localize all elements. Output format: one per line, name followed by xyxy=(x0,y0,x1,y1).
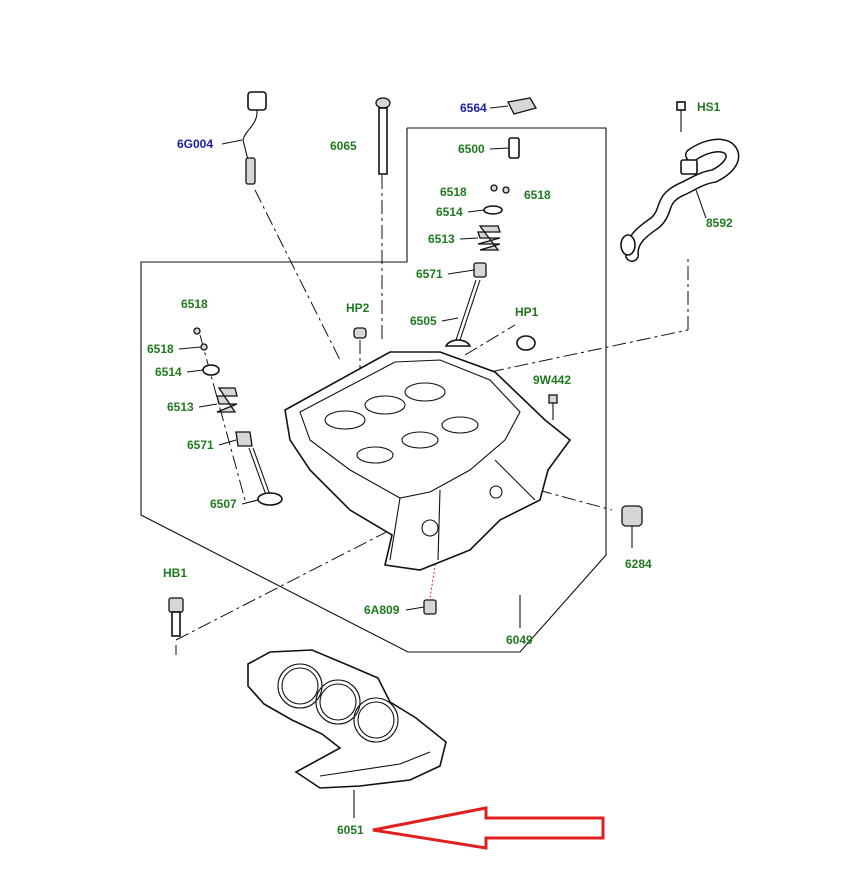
hose-8592 xyxy=(620,101,740,262)
valve-stack-left xyxy=(193,327,283,506)
label-HP1: HP1 xyxy=(515,305,539,319)
label-6518-left-b: 6518 xyxy=(147,342,174,356)
cylinder-head-6049 xyxy=(284,351,572,571)
label-6049: 6049 xyxy=(506,633,533,647)
label-8592: 8592 xyxy=(706,216,733,230)
label-6518-top-a: 6518 xyxy=(440,185,467,199)
label-HB1: HB1 xyxy=(163,566,187,580)
highlight-arrow-icon xyxy=(372,806,605,850)
label-6514-left: 6514 xyxy=(155,365,182,379)
label-6518-left-a: 6518 xyxy=(181,297,208,311)
label-9W442: 9W442 xyxy=(533,373,571,387)
label-6513-left: 6513 xyxy=(167,400,194,414)
label-6514-top: 6514 xyxy=(436,205,463,219)
label-6A809: 6A809 xyxy=(364,603,400,617)
label-6051: 6051 xyxy=(337,823,364,837)
label-6564: 6564 xyxy=(460,101,487,115)
label-6500: 6500 xyxy=(458,142,485,156)
label-6284: 6284 xyxy=(625,557,652,571)
label-6513-top: 6513 xyxy=(428,232,455,246)
label-6571-left: 6571 xyxy=(187,438,214,452)
label-6507: 6507 xyxy=(210,497,237,511)
assembly-bracket xyxy=(140,127,607,653)
label-HS1: HS1 xyxy=(697,100,721,114)
label-6518-top-b: 6518 xyxy=(524,188,551,202)
red-leader-6A809 xyxy=(429,559,437,599)
stud-9W442 xyxy=(548,394,558,420)
part-6284 xyxy=(621,505,643,548)
label-6065: 6065 xyxy=(330,139,357,153)
bolt-6065 xyxy=(375,97,391,175)
label-6505: 6505 xyxy=(410,314,437,328)
head-gasket-6051 xyxy=(247,649,447,818)
plugs-HP xyxy=(353,327,536,351)
bolt-HB1 xyxy=(168,597,184,637)
label-ticks xyxy=(178,105,707,611)
label-HP2: HP2 xyxy=(346,301,370,315)
dowel-6A809 xyxy=(423,599,437,615)
part-labels: 6G004 6065 6564 6500 6518 6518 6514 6513… xyxy=(147,100,733,837)
sensor-6G004 xyxy=(242,91,267,185)
label-6G004: 6G004 xyxy=(177,137,213,151)
label-6571-top: 6571 xyxy=(416,267,443,281)
